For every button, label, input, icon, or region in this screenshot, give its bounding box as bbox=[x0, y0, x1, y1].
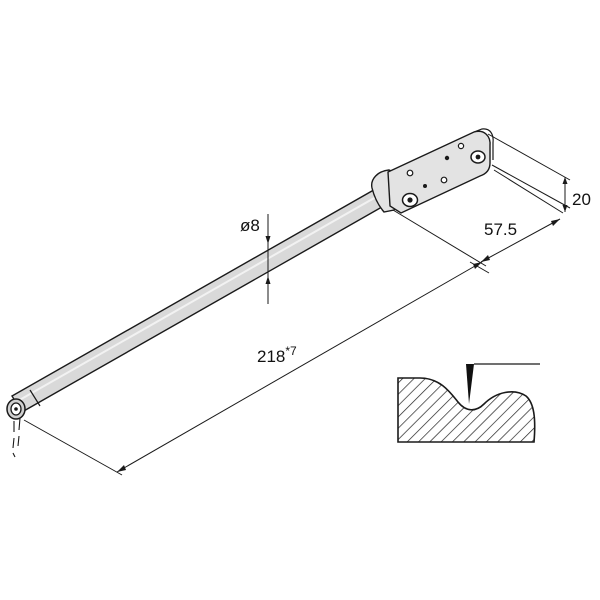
dimension-overall-length-value: 218 bbox=[257, 347, 285, 366]
dimension-overall-length bbox=[23, 261, 490, 476]
dimension-line bbox=[480, 218, 561, 263]
profile-hatched-section bbox=[397, 377, 536, 443]
head-plate-body bbox=[387, 130, 491, 214]
head-hole-small bbox=[423, 184, 427, 188]
head-hole-small bbox=[406, 169, 414, 177]
rod-ring bbox=[29, 389, 41, 407]
dimension-diameter bbox=[265, 214, 271, 304]
profile-pointer bbox=[466, 364, 474, 404]
dimension-overall-length-label: 218*7 bbox=[257, 344, 297, 366]
extension-line bbox=[23, 419, 123, 476]
rod-end-cap bbox=[6, 398, 26, 458]
head-hole-small bbox=[444, 155, 450, 161]
dimension-overall-length-suffix: *7 bbox=[285, 344, 297, 358]
head-plate bbox=[371, 128, 494, 214]
dimension-diameter-label: ø8 bbox=[240, 216, 260, 235]
dimension-head-length-label: 57.5 bbox=[484, 220, 517, 239]
dimension-head-height bbox=[487, 133, 571, 212]
dimension-line bbox=[116, 261, 483, 473]
head-hole-small bbox=[457, 142, 465, 150]
rod-highlight bbox=[15, 192, 384, 403]
rod bbox=[11, 186, 390, 413]
extension-line bbox=[493, 169, 564, 214]
extension-line bbox=[469, 261, 490, 274]
dimension-head-height-label: 20 bbox=[572, 190, 591, 209]
cross-section-profile bbox=[397, 363, 540, 443]
head-hole-small bbox=[440, 176, 448, 184]
dimension-head-length bbox=[392, 169, 564, 267]
extension-line bbox=[487, 133, 571, 181]
extension-line bbox=[392, 209, 487, 267]
extension-line bbox=[491, 164, 571, 209]
